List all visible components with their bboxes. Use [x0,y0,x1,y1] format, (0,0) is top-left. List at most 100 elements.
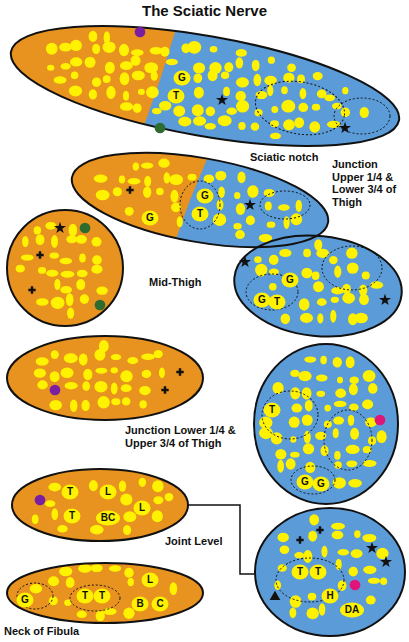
fascicle [142,370,152,378]
epineurium-outline [12,469,188,541]
fascicle [331,287,344,294]
fascicle [303,443,314,454]
fascicle [150,47,163,55]
fascicle [281,86,288,94]
fascicle [290,387,300,399]
fascicle [105,62,115,74]
fascicle [109,565,121,571]
fascicle [269,255,279,265]
fascicle [362,271,370,279]
fascicle [306,607,318,619]
labelled-fascicle [100,485,117,500]
fascicle-letter: G [286,275,294,285]
fascicle-group-outline [262,391,318,439]
fascicle [205,123,216,130]
fascicle [281,100,295,113]
fascicle [66,293,74,306]
marker-symbol [316,526,323,533]
fascicle [333,357,342,368]
fascicle [141,354,155,360]
fascicle [111,354,122,360]
fascicle [69,85,82,96]
fascicle [47,65,54,71]
fascicle [45,222,56,230]
marker-symbol [380,556,392,567]
fascicle [299,298,310,310]
fascicle [360,107,369,118]
fascicle [305,400,313,412]
fascicle [237,172,245,184]
fascicle [324,95,335,102]
labelled-fascicle [297,475,314,490]
fascicle [144,62,158,73]
level-label: Sciatic notch [250,151,318,164]
fascicle [236,100,249,113]
fascicle [91,564,103,572]
fascicle [291,404,302,413]
fascicle [36,357,49,365]
fascicle [89,89,97,99]
fascicle [132,71,145,81]
fascicle [170,190,178,203]
fascicle-letter: BC [101,513,115,523]
fascicle [152,108,162,114]
fascicle [319,603,326,615]
fascicle-group-outline [322,246,382,290]
labelled-fascicle [282,273,299,288]
fascicle [316,374,328,381]
fascicle [38,267,46,274]
fascicle [106,86,115,99]
marker-symbol [126,186,133,193]
fascicle [50,371,60,382]
fascicle [271,106,278,113]
fascicle [51,350,59,359]
fascicle [346,445,360,454]
marker-symbol [366,542,378,553]
fascicle [346,460,357,467]
fascicle [61,271,75,278]
fascicle [141,163,153,169]
fascicle [59,258,72,264]
fascicle [234,192,240,199]
fascicle [127,357,138,364]
fascicle [346,248,357,259]
marker-symbol [239,256,251,267]
fascicle [300,88,307,99]
fascicle [159,367,165,378]
epineurium-outline [255,508,405,636]
marker-symbol [379,294,391,305]
fascicle-letter: L [105,487,111,497]
level-label: Junction Upper 1/4 & Lower 3/4 of Thigh [332,158,404,209]
fascicle [287,64,296,72]
fascicle [275,449,286,459]
fascicle [278,564,287,571]
fascicle [131,49,144,56]
fascicle [302,414,313,425]
fascicle [59,567,72,577]
fascicle [54,76,67,83]
marker-symbol [339,122,351,133]
fascicle [236,49,247,57]
marker-symbol [270,591,281,600]
fascicle [32,515,39,524]
fascicle [94,381,107,393]
fascicle [337,377,343,384]
fascicle [290,452,299,458]
fascicle [210,46,218,53]
fascicle [156,188,164,195]
fascicle [332,531,344,540]
fascicle [16,265,25,273]
fascicle [363,460,377,467]
fascicle [320,356,327,365]
fascicle-group-outline [291,466,335,494]
fascicle [289,417,300,428]
fascicle [270,120,279,127]
fascicle [334,451,340,460]
fascicle [305,462,315,473]
fascicle-letter: L [147,575,153,585]
fascicle [380,578,387,586]
fascicle [188,174,197,181]
labelled-fascicle [292,565,309,580]
fascicle [76,279,85,290]
fascicle [76,235,87,244]
